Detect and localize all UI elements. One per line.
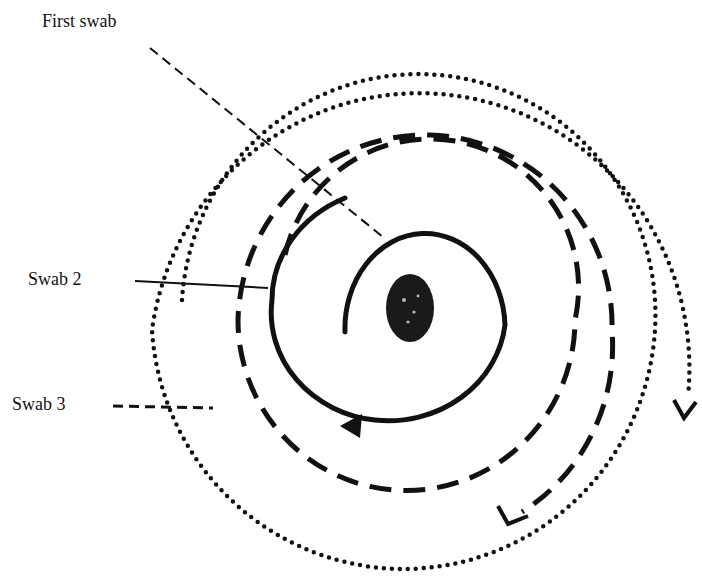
wound-speck	[402, 298, 406, 302]
wound	[386, 274, 434, 342]
first-swab-path	[271, 198, 505, 421]
wound-speck	[412, 310, 415, 313]
wound-speck	[417, 295, 420, 298]
direction-arrow	[498, 506, 528, 524]
swab-label: Swab 3	[12, 395, 66, 415]
direction-arrow	[340, 414, 362, 438]
swab-label: First swab	[42, 12, 117, 32]
swab-3-path	[152, 74, 689, 569]
wound-speck	[406, 320, 409, 323]
direction-arrow	[674, 400, 696, 418]
leader-line	[150, 48, 383, 237]
swab-2-path	[238, 135, 613, 512]
swab-label: Swab 2	[28, 270, 82, 290]
leader-line	[113, 406, 213, 408]
leader-line	[135, 281, 268, 288]
